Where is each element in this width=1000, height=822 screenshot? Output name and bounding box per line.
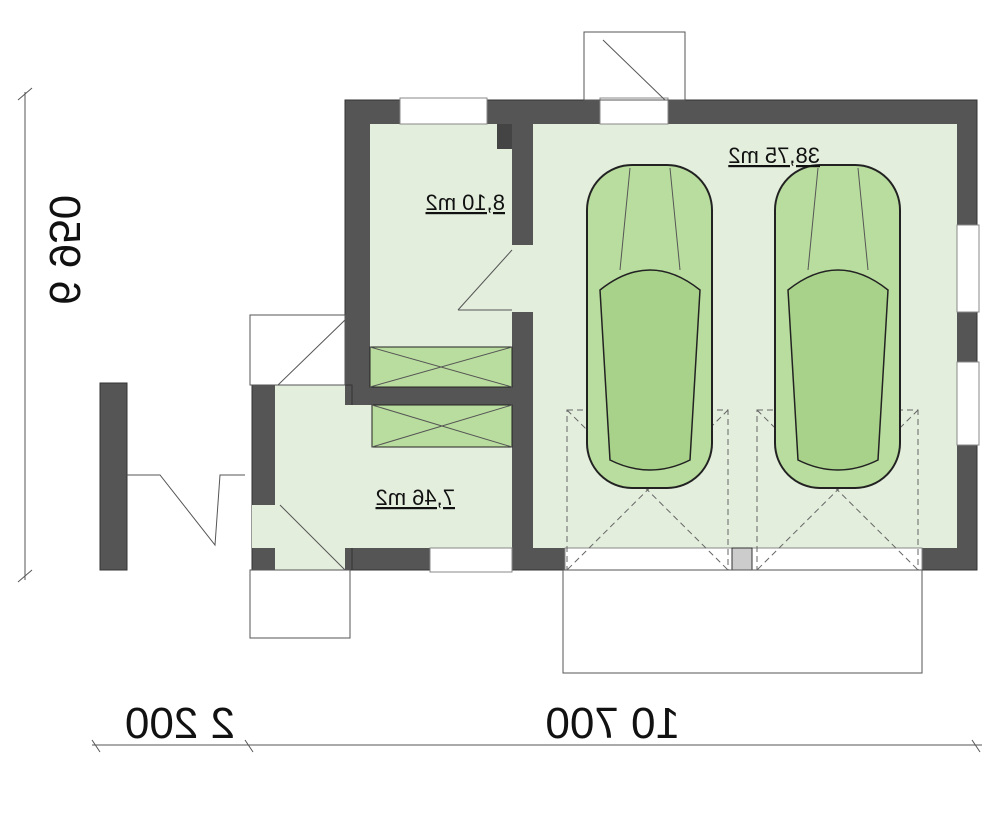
garage-area-label: 38,75 m2	[728, 143, 820, 168]
free-standing-wall	[99, 382, 128, 571]
door-swings	[127, 31, 686, 639]
window	[956, 361, 980, 446]
car-icon	[774, 164, 901, 489]
window	[399, 97, 488, 125]
door-opening	[512, 245, 533, 312]
stairs	[369, 346, 513, 448]
windows-doors	[252, 97, 980, 573]
car-icon	[586, 164, 713, 489]
storage-area-label: 8,10 m2	[426, 190, 506, 215]
storage-floor	[370, 124, 512, 387]
driveway	[562, 569, 923, 674]
pillar	[731, 547, 753, 571]
door-opening	[599, 97, 669, 125]
garage-door	[564, 547, 733, 571]
window	[429, 547, 513, 573]
side-width-dimension: 2 200	[125, 699, 235, 748]
height-dimension: 6 950	[40, 195, 89, 305]
dimension-lines	[17, 87, 982, 753]
garage-door	[751, 547, 923, 571]
door-opening	[275, 548, 345, 570]
main-width-dimension: 10 700	[545, 699, 680, 748]
chimney	[497, 124, 512, 149]
entry-area-label: 7,46 m2	[376, 485, 456, 510]
window	[956, 224, 980, 313]
